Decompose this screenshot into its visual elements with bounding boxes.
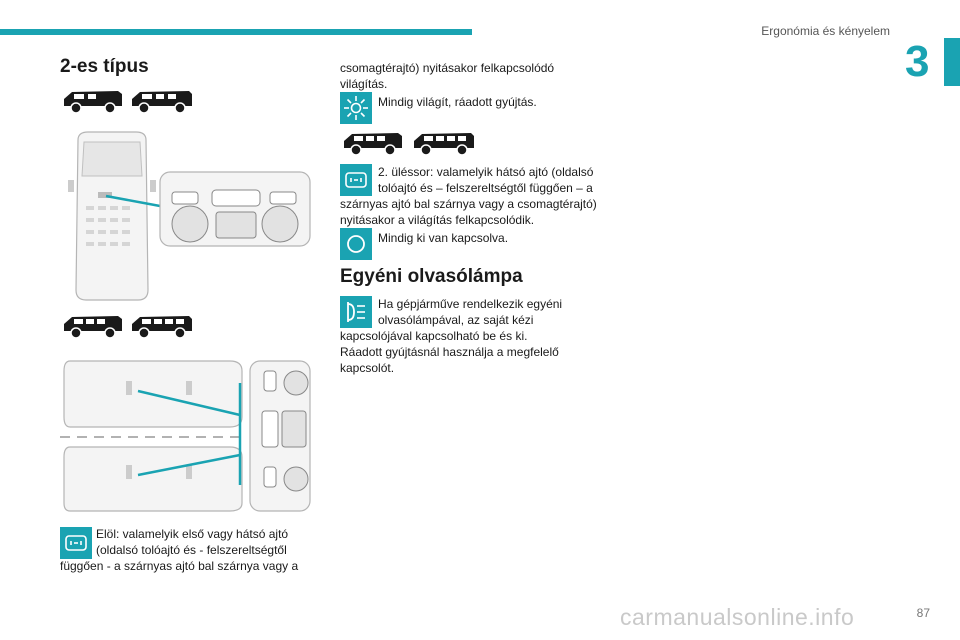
van-crew-short-icon	[64, 316, 122, 339]
reading-line2: olvasólámpával, az saját kézi	[378, 313, 534, 327]
watermark: carmanualsonline.info	[620, 604, 855, 630]
top-view-second-row-light-diagram	[60, 360, 311, 512]
always-off-text: Mindig ki van kapcsolva.	[378, 231, 509, 245]
van-long-icon	[132, 91, 192, 114]
chapter-number: 3	[905, 37, 930, 86]
chapter-tab	[944, 38, 960, 86]
light-on-icon	[340, 92, 372, 124]
reading-line4: Ráadott gyújtásnál használja a megfelelő	[340, 345, 559, 359]
reading-lamp-icon	[340, 296, 372, 328]
front-caption-line3: függően - a szárnyas ajtó bal szárnya va…	[60, 559, 299, 573]
second-row-line1: 2. üléssor: valamelyik hátsó ajtó (oldal…	[378, 165, 594, 179]
van-short-icon	[64, 91, 122, 114]
reading-line5: kapcsolót.	[340, 361, 395, 375]
front-caption-line2: (oldalsó tolóajtó és - felszereltségtől	[96, 543, 287, 557]
van-crew-long-icon	[132, 316, 192, 339]
second-row-line3: szárnyas ajtó bal szárnya vagy a csomagt…	[340, 197, 597, 211]
light-off-icon	[340, 228, 372, 260]
reading-lamp-heading: Egyéni olvasólámpa	[340, 266, 523, 287]
second-row-line4: nyitásakor a világítás felkapcsolódik.	[340, 213, 535, 227]
door-light-icon-second-row	[340, 164, 372, 196]
section-title: Ergonómia és kényelem	[761, 24, 890, 38]
type-heading: 2-es típus	[60, 56, 149, 77]
second-row-line2: tolóajtó és – felszereltségtől függően –…	[378, 181, 593, 195]
front-caption-line1: Elöl: valamelyik első vagy hátsó ajtó	[96, 527, 289, 541]
header-accent-bar	[0, 29, 472, 35]
continued-line2: világítás.	[340, 77, 388, 91]
van-crew-long-icon-right	[414, 133, 474, 156]
continued-line1: csomagtérajtó) nyitásakor felkapcsolódó	[340, 61, 555, 75]
page-number: 87	[916, 606, 930, 620]
reading-line1: Ha gépjárműve rendelkezik egyéni	[378, 297, 563, 311]
reading-line3: kapcsolójával kapcsolható be és ki.	[340, 329, 528, 343]
van-crew-short-icon-right	[344, 133, 402, 156]
always-on-text: Mindig világít, ráadott gyújtás.	[378, 95, 537, 109]
door-light-icon	[60, 527, 92, 559]
top-view-front-light-diagram	[68, 131, 311, 301]
